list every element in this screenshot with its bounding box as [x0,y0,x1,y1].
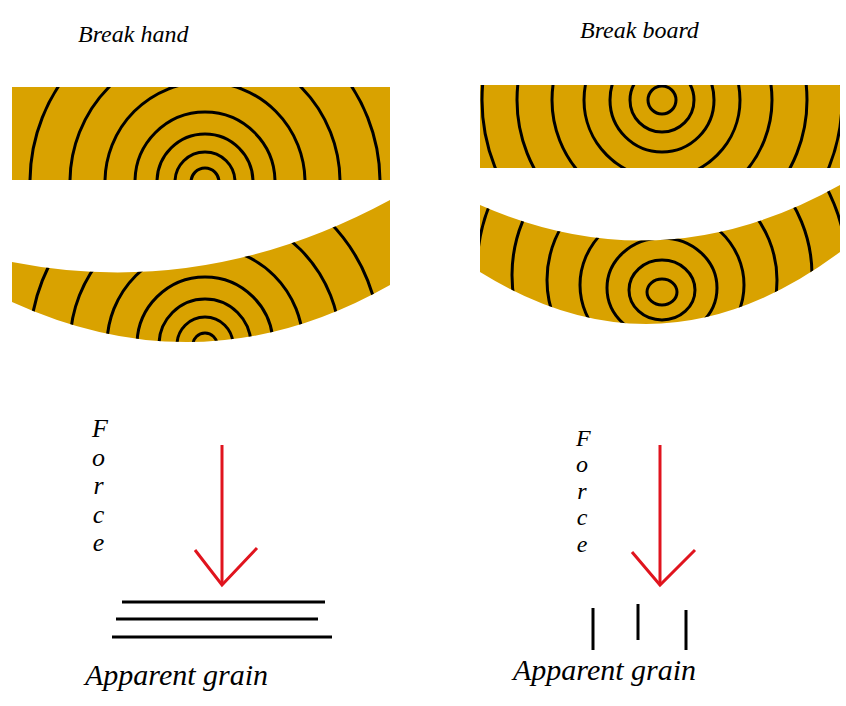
force-arrow [632,445,695,585]
board-piece [480,85,840,168]
force-label: Force [92,415,105,558]
grain-label: Apparent grain [513,655,696,685]
force-arrow [195,445,257,585]
growth-rings [30,170,380,520]
grain-label: Apparent grain [85,660,268,690]
grain-lines [593,604,686,650]
board-piece [12,200,390,342]
grain-lines [112,602,332,637]
board-piece [480,185,840,324]
panel-title: Break board [580,18,699,42]
growth-rings [30,87,380,180]
panel-title: Break hand [78,22,188,46]
growth-rings [477,90,846,450]
force-label: Force [576,425,588,557]
growth-rings [482,85,840,168]
